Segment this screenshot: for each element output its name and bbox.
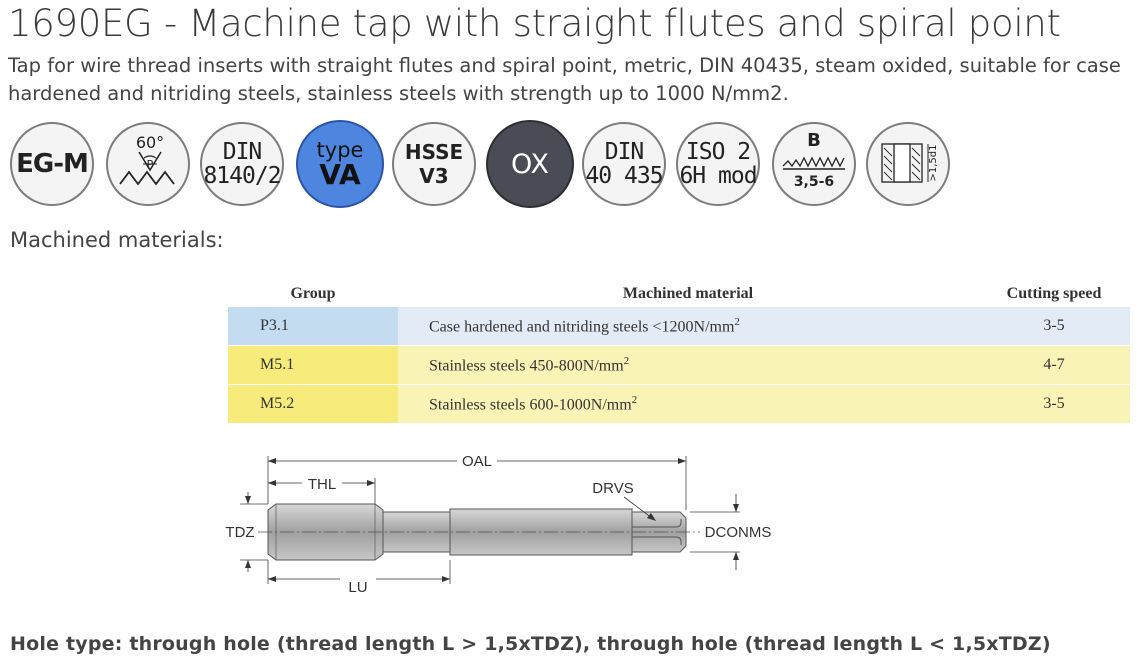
- svg-text:>1,5d1: >1,5d1: [928, 145, 939, 182]
- group-cell: P3.1: [228, 306, 398, 346]
- ox-coating-icon: OX: [486, 120, 574, 208]
- dconms-label: DCONMS: [705, 524, 772, 541]
- header-group: Group: [290, 285, 336, 302]
- material-cell: Case hardened and nitriding steels <1200…: [398, 306, 978, 346]
- tap-dimension-diagram: OAL THL LU TDZ DRVS DCONMS: [225, 452, 772, 596]
- table-row: M5.1 Stainless steels 450-800N/mm2 4-7: [228, 345, 1130, 385]
- hole-type-text: Hole type: through hole (thread length L…: [10, 633, 1051, 655]
- speed-cell: 4-7: [978, 345, 1130, 385]
- page-title: 1690EG - Machine tap with straight flute…: [8, 2, 1061, 45]
- thread-profile-icon: 60° P: [106, 122, 190, 206]
- material-cell: Stainless steels 600-1000N/mm2: [398, 384, 978, 423]
- hole-depth-icon: >1,5d1: [866, 122, 950, 206]
- speed-cell: 3-5: [978, 306, 1130, 346]
- drvs-label: DRVS: [592, 480, 633, 497]
- hole-depth-graphic: >1,5d1: [881, 143, 939, 183]
- header-material: Machined material: [622, 285, 754, 302]
- group-cell: M5.2: [228, 384, 398, 423]
- group-cell: M5.1: [228, 345, 398, 385]
- lu-label: LU: [348, 579, 367, 596]
- speed-cell: 3-5: [978, 384, 1130, 423]
- header-cutting-speed: Cutting speed: [1006, 285, 1102, 302]
- thl-label: THL: [308, 476, 336, 493]
- thread-profile-graphic: 60° P: [119, 133, 175, 186]
- table-row: P3.1 Case hardened and nitriding steels …: [228, 306, 1130, 346]
- tdz-label: TDZ: [225, 524, 254, 541]
- machined-materials-table: Group Machined material Cutting speed P3…: [228, 282, 1130, 423]
- product-description: Tap for wire thread inserts with straigh…: [8, 54, 1121, 105]
- table-row: M5.2 Stainless steels 600-1000N/mm2 3-5: [228, 384, 1130, 423]
- table-header-row: Group Machined material Cutting speed: [228, 282, 1130, 307]
- egm-icon: EG-M: [10, 122, 94, 206]
- chamfer-thread-graphic: [782, 156, 845, 170]
- machined-materials-heading: Machined materials:: [10, 228, 224, 252]
- oal-label: OAL: [462, 453, 492, 470]
- material-cell: Stainless steels 450-800N/mm2: [398, 345, 978, 385]
- svg-text:60°: 60°: [136, 133, 164, 152]
- chamfer-form-b-icon: B 3,5-6: [772, 122, 856, 206]
